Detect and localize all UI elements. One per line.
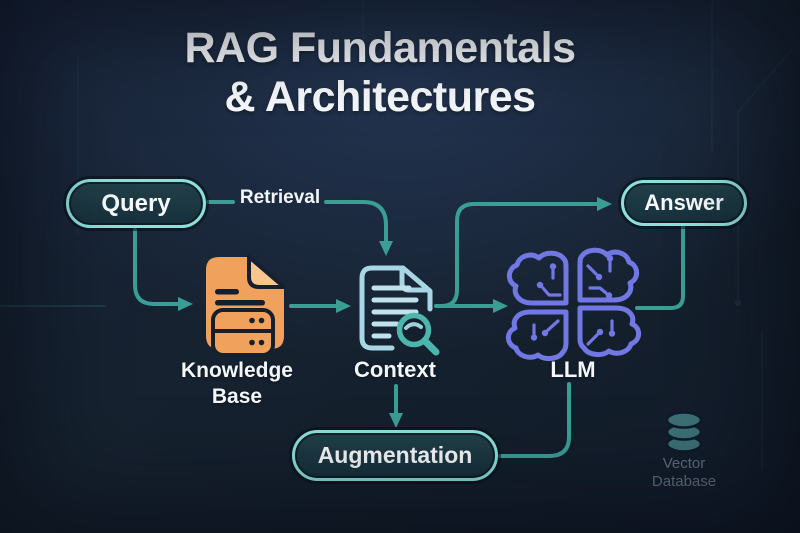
context-icon [359,265,440,356]
kb-folded-corner [247,255,286,289]
retrieval-edge-label: Retrieval [239,187,321,208]
brain-lobe-top-left [506,250,569,306]
augmentation-node-label: Augmentation [317,442,473,468]
title-line-1: RAG Fundamentals [184,24,577,72]
arrowhead-into-answer [597,197,612,211]
answer-node-label: Answer [644,190,724,215]
brain-circuit-traces [532,260,614,346]
edge-context-to-answer [440,202,601,308]
arrowhead-into-knowledge-base [178,297,193,311]
magnifier-highlight [404,322,423,330]
kb-drawer-dots [249,317,265,346]
edge-query-to-knowledge-base [133,228,182,306]
brain-lobe-top-right [577,247,640,303]
knowledge-base-label-line-2: Base [211,385,263,408]
title-line-2: & Architectures [224,73,536,121]
arrowhead-into-context-left [336,299,351,313]
database-cylinder-icon [665,411,703,453]
brain-lobe-bottom-left [505,309,569,362]
brain-circuit-nodes [530,255,616,341]
bg-trace-node [735,300,741,306]
context-document-outline [359,265,433,351]
context-text-lines [371,285,419,339]
answer-node: Answer [621,180,747,226]
arrowhead-into-llm [493,299,508,313]
llm-label: LLM [550,357,596,382]
edge-llm-to-answer [635,225,685,310]
brain-lobe-bottom-right [577,305,642,358]
kb-text-line [215,300,265,306]
query-node-label: Query [101,189,171,217]
kb-text-line [215,289,239,295]
vector-database-label: Vector Database [629,455,739,491]
augmentation-node: Augmentation [292,430,498,481]
circuit-brain-icon [505,247,642,362]
knowledge-base-label-line-1: Knowledge [180,359,293,382]
context-label: Context [354,357,436,382]
knowledge-base-icon [206,255,286,357]
arrowhead-into-augmentation [389,413,403,428]
edge-retrieval-to-context [324,200,388,245]
vector-database-label-line-2: Database [651,473,717,490]
bg-trace-line [737,47,794,300]
knowledge-base-label: Knowledge Base [157,358,317,410]
page-title: RAG Fundamentals & Architectures [110,24,650,122]
query-node: Query [66,179,206,228]
magnifier-lens [396,312,432,348]
vector-database-label-line-1: Vector [662,455,706,472]
magnifier-handle [421,337,440,356]
edge-augmentation-to-llm [498,382,571,458]
arrowhead-into-context-top [379,241,393,256]
